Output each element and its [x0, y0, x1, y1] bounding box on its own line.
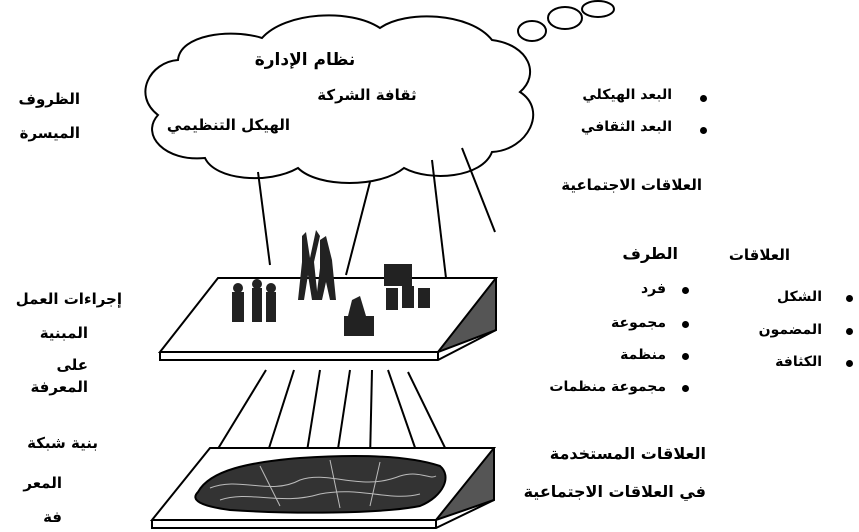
relation-form: الشكل — [777, 289, 822, 305]
label-network-1: بنية شبكة — [27, 434, 98, 452]
bottom-right-line-1: العلاقات المستخدمة — [549, 444, 706, 463]
cloud-connectors — [257, 147, 496, 279]
bullet-icon — [846, 295, 853, 302]
label-procedures-1: إجراءات العمل — [15, 290, 122, 308]
bullet-icon — [700, 95, 707, 102]
dimensions-title: العلاقات الاجتماعية — [561, 176, 702, 194]
fan-connectors — [215, 369, 451, 471]
party-org-group: مجموعة منظمات — [549, 379, 666, 395]
label-conditions-1: الظروف — [18, 90, 80, 108]
dimension-cultural: البعد الثقافي — [580, 119, 672, 135]
relation-density: الكثافة — [775, 354, 822, 370]
bullet-icon — [700, 127, 707, 134]
relations-title: العلاقات — [728, 246, 790, 264]
people-figures — [232, 230, 430, 336]
party-organization: منظمة — [620, 347, 666, 363]
bullet-icon — [682, 287, 689, 294]
party-individual: فرد — [640, 281, 666, 297]
cloud-text-company-culture: ثقافة الشركة — [317, 86, 417, 104]
label-network-3: فة — [43, 508, 62, 526]
cloud-text-management-system: نظام الإدارة — [254, 50, 356, 70]
relation-content: المضمون — [758, 322, 822, 338]
dimension-structural: البعد الهيكلي — [582, 87, 672, 103]
cloud-text-org-structure: الهيكل التنظيمي — [166, 116, 290, 134]
bullet-icon — [846, 328, 853, 335]
cloud-shape — [144, 14, 535, 184]
network-map — [194, 455, 447, 514]
label-network-2: المعر — [23, 474, 62, 492]
thought-bubbles — [517, 0, 615, 42]
bullet-icon — [682, 321, 689, 328]
label-procedures-3: على — [56, 356, 88, 374]
bullet-icon — [846, 360, 853, 367]
label-procedures-4: المعرفة — [30, 378, 88, 396]
label-procedures-2: المبنية — [39, 324, 88, 342]
bullet-icon — [682, 385, 689, 392]
party-group: مجموعة — [611, 315, 666, 331]
bullet-icon — [682, 353, 689, 360]
parties-title: الطرف — [622, 244, 678, 263]
label-conditions-2: الميسرة — [19, 124, 80, 142]
bottom-right-line-2: في العلاقات الاجتماعية — [523, 482, 706, 501]
